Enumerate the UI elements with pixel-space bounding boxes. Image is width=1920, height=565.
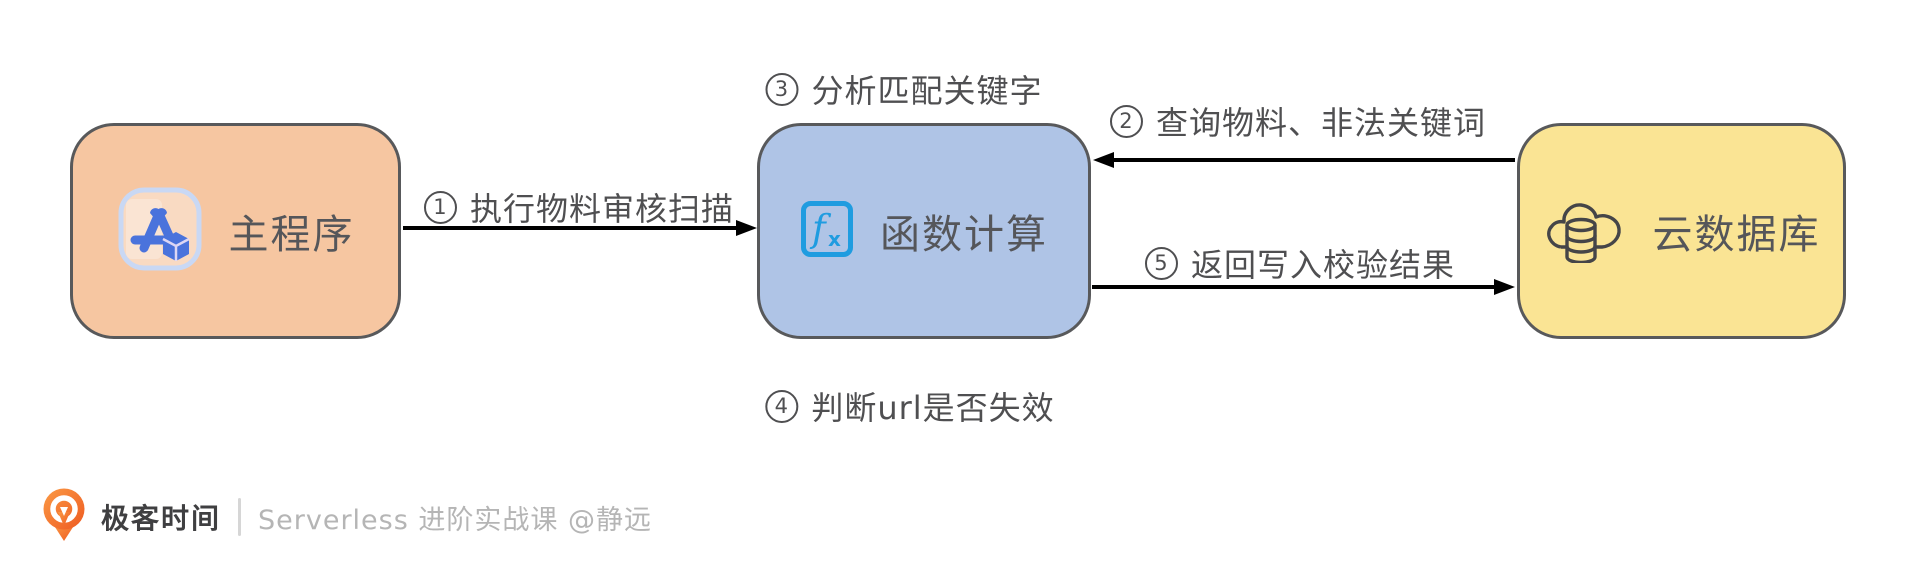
node-main-program-label: 主程序 <box>228 212 355 258</box>
function-fx-icon: f x <box>800 200 854 262</box>
step-text: 判断url是否失效 <box>811 389 1055 427</box>
step-number-badge: 5 <box>1144 246 1178 280</box>
svg-text:x: x <box>828 227 841 251</box>
node-function-compute-label: 函数计算 <box>880 212 1048 258</box>
step-label-4: 4 判断url是否失效 <box>765 383 1054 429</box>
step-label-5: 5 返回写入校验结果 <box>1144 240 1456 286</box>
step-number-badge: 2 <box>1109 104 1143 138</box>
cloud-database-icon <box>1543 195 1627 267</box>
footer-divider <box>238 498 242 536</box>
node-cloud-database: 云数据库 <box>1517 123 1846 339</box>
geektime-logo-icon <box>40 488 88 546</box>
step-text: 返回写入校验结果 <box>1190 246 1456 284</box>
brand-name: 极客时间 <box>101 502 222 535</box>
step-label-2: 2 查询物料、非法关键词 <box>1109 98 1487 144</box>
step-number-badge: 4 <box>765 389 799 423</box>
node-cloud-database-label: 云数据库 <box>1652 212 1821 258</box>
step-label-3: 3 分析匹配关键字 <box>765 66 1042 112</box>
step-text: 执行物料审核扫描 <box>469 190 735 228</box>
arrow-step2-db-to-fc <box>1093 152 1515 168</box>
node-main-program: 主程序 <box>70 123 401 339</box>
step-label-1: 1 执行物料审核扫描 <box>423 184 735 230</box>
app-store-icon <box>117 186 203 276</box>
step-number-badge: 3 <box>765 72 799 106</box>
course-credit: Serverless 进阶实战课 @静远 <box>258 504 652 536</box>
step-number-badge: 1 <box>423 190 457 224</box>
node-function-compute: f x 函数计算 <box>757 123 1091 339</box>
step-text: 分析匹配关键字 <box>811 72 1043 110</box>
footer-watermark: 极客时间 Serverless 进阶实战课 @静远 <box>40 488 652 546</box>
step-text: 查询物料、非法关键词 <box>1155 104 1487 142</box>
